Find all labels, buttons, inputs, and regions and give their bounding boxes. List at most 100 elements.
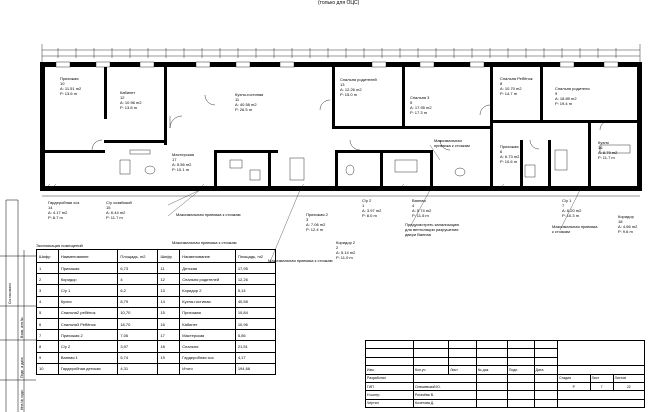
stamp-person: Олешевский Ю. xyxy=(413,381,477,392)
plumbing-fixtures xyxy=(119,144,631,181)
cell-area: 4,17 xyxy=(234,351,277,364)
room-area: А: 12.26 m2 xyxy=(340,87,362,92)
room-name: Кухня-гостиная xyxy=(235,92,264,97)
side-label: Взам. инв.№ xyxy=(20,317,24,338)
cell-num: 7 xyxy=(36,329,59,342)
room-number: 6 xyxy=(500,149,503,154)
room-name: Прихожая xyxy=(60,76,79,81)
cell-area: 6,73 xyxy=(117,261,159,275)
room-name: Спальня родителей xyxy=(340,77,377,82)
room-number: 13 xyxy=(340,82,345,87)
room-perimeter: Р: 13.8 m xyxy=(120,105,138,110)
note: Максимальная привязка к стоякам xyxy=(172,240,237,245)
cell-num: 2 xyxy=(36,273,59,286)
cell-name: Кухня xyxy=(57,295,119,308)
room-number: 4 xyxy=(412,203,415,208)
stamp-person xyxy=(413,373,477,383)
room-area: А: 11.51 m2 xyxy=(60,86,82,91)
table-row: 9 Ванная 1 5,74 19 Гардеробная хоз 4,17 xyxy=(36,351,277,364)
cell-area: 18,70 xyxy=(117,317,159,331)
explication-table: Шифр Наименование Площадь, m2 Шифр Наиме… xyxy=(36,249,277,375)
note: Предусмотреть канализацию для вентиляции… xyxy=(405,222,460,237)
cell-area: 3,97 xyxy=(117,340,159,353)
room-number: 18 xyxy=(618,219,623,224)
cell-name: Итого xyxy=(179,362,236,375)
cell-name: Спальня xyxy=(179,340,236,353)
table-row: 7 Прихожая 2 7,06 17 Мастерская 5,56 xyxy=(36,329,277,342)
room-perimeter: Р: 26.5 m xyxy=(235,107,253,112)
cell-name: С/у 2 xyxy=(57,340,119,353)
cell-num xyxy=(157,362,181,375)
stamp-role: Разработал xyxy=(365,373,414,383)
side-label: Инв.№ подл. xyxy=(20,389,24,410)
cell-name: Кабинет xyxy=(179,317,236,331)
col-area: Площадь, m2 xyxy=(234,249,277,263)
table-row: 8 С/у 2 3,97 18 Спальня 21,51 xyxy=(36,340,277,353)
room-name: Мастерская xyxy=(172,152,195,157)
room-area: А: 18.89 m2 xyxy=(555,96,577,101)
stamp-col: Лист xyxy=(448,365,477,375)
room-perimeter: Р: 19.4 m xyxy=(555,101,573,106)
cell-num: 14 xyxy=(157,295,181,308)
room-label: С/у 2 1 А: 3.97 m2 Р: 8.0 m xyxy=(362,198,381,218)
room-perimeter: Р: 11.5 m xyxy=(412,213,429,218)
cell-area: 12,26 xyxy=(234,273,277,286)
room-number: 15 xyxy=(106,205,111,210)
room-number: 2 xyxy=(336,245,339,250)
cell-area: 10,96 xyxy=(234,317,277,331)
side-label: Согласовано xyxy=(8,282,12,304)
room-area: А: 4.66 m2 xyxy=(618,224,638,229)
cell-area: 5,74 xyxy=(117,351,159,364)
room-perimeter: Р: 11.7 m xyxy=(598,155,615,160)
note: Максимальная привязка к стоякам xyxy=(552,224,598,234)
cell-num: 10 xyxy=(36,362,59,375)
room-number: 10 xyxy=(60,81,65,86)
cell-num: 13 xyxy=(157,284,181,297)
room-perimeter: Р: 12.4 m xyxy=(306,227,324,232)
stamp-sheets: 22 xyxy=(612,381,646,392)
room-perimeter: Р: 10.3 m xyxy=(562,213,580,218)
cell-area: 194,66 xyxy=(234,362,277,375)
room-area: А: 8.79 m2 xyxy=(598,150,618,155)
col-area: Площадь, m2 xyxy=(117,249,159,263)
room-label: Прихожая 10 А: 11.51 m2 Р: 13.6 m xyxy=(60,76,81,96)
interior-walls xyxy=(45,67,637,187)
room-label: Коридор 2 2 А: 5.14 m2 Р: 11.0 m xyxy=(336,240,355,260)
cell-name: Коридор 2 xyxy=(179,284,236,297)
room-area: А: 7.06 m2 xyxy=(306,222,326,227)
table-row: 3 С/у 1 6,2 13 Коридор 2 5,14 xyxy=(36,284,277,297)
cell-num: 19 xyxy=(157,351,181,364)
room-name: Спальня родителя xyxy=(555,86,590,91)
room-number: 1 xyxy=(362,203,365,208)
room-area: А: 5.14 m2 xyxy=(336,250,356,255)
cell-num: 9 xyxy=(36,351,59,364)
cell-num: 11 xyxy=(157,261,181,275)
title-block: Изм. Кол.уч Лист № док. Подп. Дата Разра… xyxy=(365,339,646,409)
cell-name: Гардеробная хоз xyxy=(179,351,236,364)
table-row: 5 Спальня2 ребёнок 10,70 15 Прихожая 10,… xyxy=(36,306,277,319)
room-number: 7 xyxy=(562,203,565,208)
room-number: 8 xyxy=(500,81,503,86)
room-area: А: 5.74 m2 xyxy=(412,208,432,213)
room-area: А: 40.58 m2 xyxy=(235,102,257,107)
room-label: Кабинет 12 А: 10.96 m2 Р: 13.8 m xyxy=(120,90,142,110)
col-name: Наименование xyxy=(57,249,119,263)
cell-name: Спальня3 Ребёнок xyxy=(57,317,119,331)
room-name: Гардеробная хоз xyxy=(48,200,80,205)
col-num: Шифр xyxy=(36,249,59,263)
cell-area: 8,79 xyxy=(117,295,159,308)
cell-num: 3 xyxy=(36,284,59,297)
sheet-title: (только для ОЦС) xyxy=(318,0,360,6)
room-perimeter: Р: 14.7 m xyxy=(500,91,518,96)
side-label: Подп. и дата xyxy=(20,357,24,378)
cell-num: 6 xyxy=(36,317,59,331)
room-name: Прихожая 2 xyxy=(306,212,328,217)
stamp-col: Дата xyxy=(533,365,559,375)
room-area: А: 6.44 m2 xyxy=(106,210,126,215)
dimension-ticks-top xyxy=(57,48,617,58)
cell-name: Кухня-гостиная xyxy=(179,295,236,308)
col-name: Наименование xyxy=(179,249,236,263)
stamp-stage-header: Стадия xyxy=(557,373,591,383)
cell-num: 12 xyxy=(157,273,181,286)
